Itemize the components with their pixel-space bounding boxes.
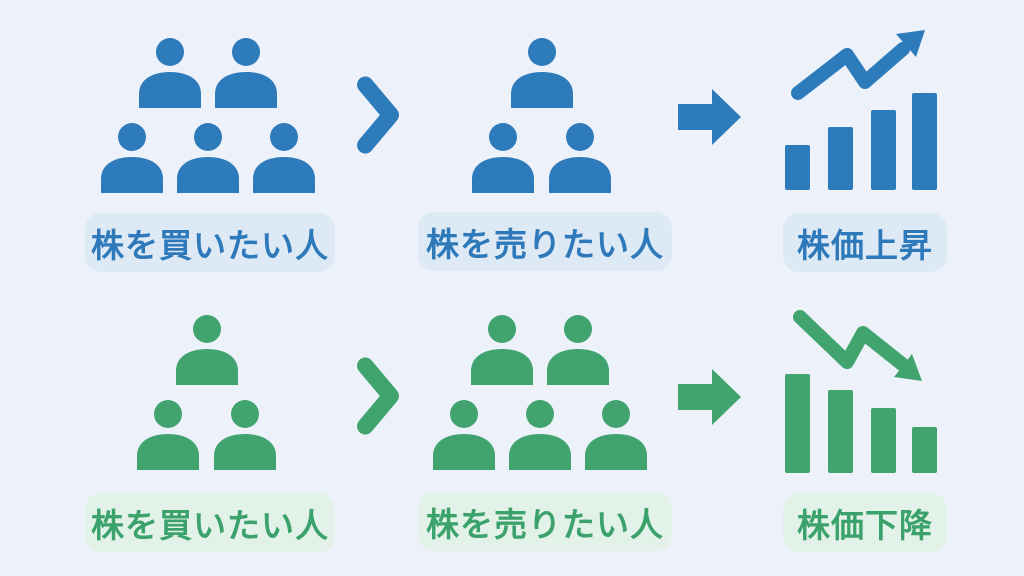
person-icon xyxy=(100,123,164,193)
person-icon xyxy=(471,123,535,193)
result-label-up: 株価上昇 xyxy=(783,213,947,272)
person-icon xyxy=(470,315,534,385)
buyers-crowd-3-icon xyxy=(136,315,277,470)
person-icon xyxy=(138,38,202,108)
arrow-right-icon xyxy=(678,88,742,146)
person-icon xyxy=(548,123,612,193)
person-icon xyxy=(510,38,574,108)
person-icon xyxy=(508,400,572,470)
buyers-crowd-5-icon xyxy=(100,38,316,193)
buyers-label: 株を買いたい人 xyxy=(85,213,335,272)
chart-falling-icon xyxy=(785,303,937,473)
sellers-label: 株を売りたい人 xyxy=(418,492,672,551)
person-icon xyxy=(214,38,278,108)
person-icon xyxy=(136,400,200,470)
arrow-right-icon xyxy=(678,368,742,426)
person-icon xyxy=(546,315,610,385)
result-label-down: 株価下降 xyxy=(783,493,947,552)
person-icon xyxy=(432,400,496,470)
person-icon xyxy=(584,400,648,470)
buyers-label: 株を買いたい人 xyxy=(85,493,335,552)
person-icon xyxy=(252,123,316,193)
sellers-crowd-5-icon xyxy=(432,315,648,470)
person-icon xyxy=(175,315,239,385)
sellers-crowd-3-icon xyxy=(471,38,612,193)
sellers-label: 株を売りたい人 xyxy=(418,212,672,271)
chart-rising-icon xyxy=(785,30,937,190)
greater-than-icon xyxy=(356,76,400,154)
person-icon xyxy=(176,123,240,193)
greater-than-icon xyxy=(356,357,400,435)
person-icon xyxy=(213,400,277,470)
